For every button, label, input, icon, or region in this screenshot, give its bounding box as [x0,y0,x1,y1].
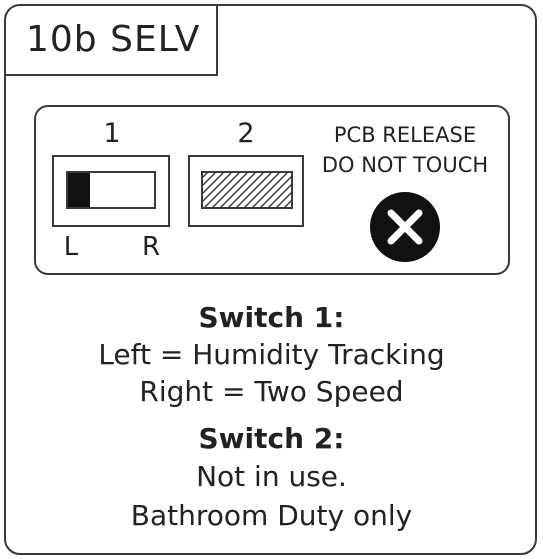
switch1-housing [52,155,170,227]
switch2-housing [188,155,304,227]
x-circle-icon [370,192,440,262]
switch2-number: 2 [237,118,255,149]
switch1-desc-line2: Right = Two Speed [139,375,404,408]
warning-line2: DO NOT TOUCH [321,153,489,177]
selv-card [4,4,537,555]
section-title: 10b SELV [4,4,218,76]
switch1-track[interactable] [66,171,156,209]
switch1-desc-line1: Left = Humidity Tracking [98,338,445,371]
switch2-disabled-hatch [201,171,293,209]
switch1-left-label: L [63,232,79,262]
switch-panel [34,105,510,275]
switch1-knob[interactable] [68,173,90,207]
switch2-desc-line1: Not in use. [196,460,347,493]
switch2-desc-line2: Bathroom Duty only [130,499,413,532]
switch1-heading: Switch 1: [198,301,345,334]
warning-line1: PCB RELEASE [333,123,477,147]
switch1-number: 1 [103,118,121,149]
switch2-heading: Switch 2: [198,422,345,455]
switch1-right-label: R [141,232,161,262]
